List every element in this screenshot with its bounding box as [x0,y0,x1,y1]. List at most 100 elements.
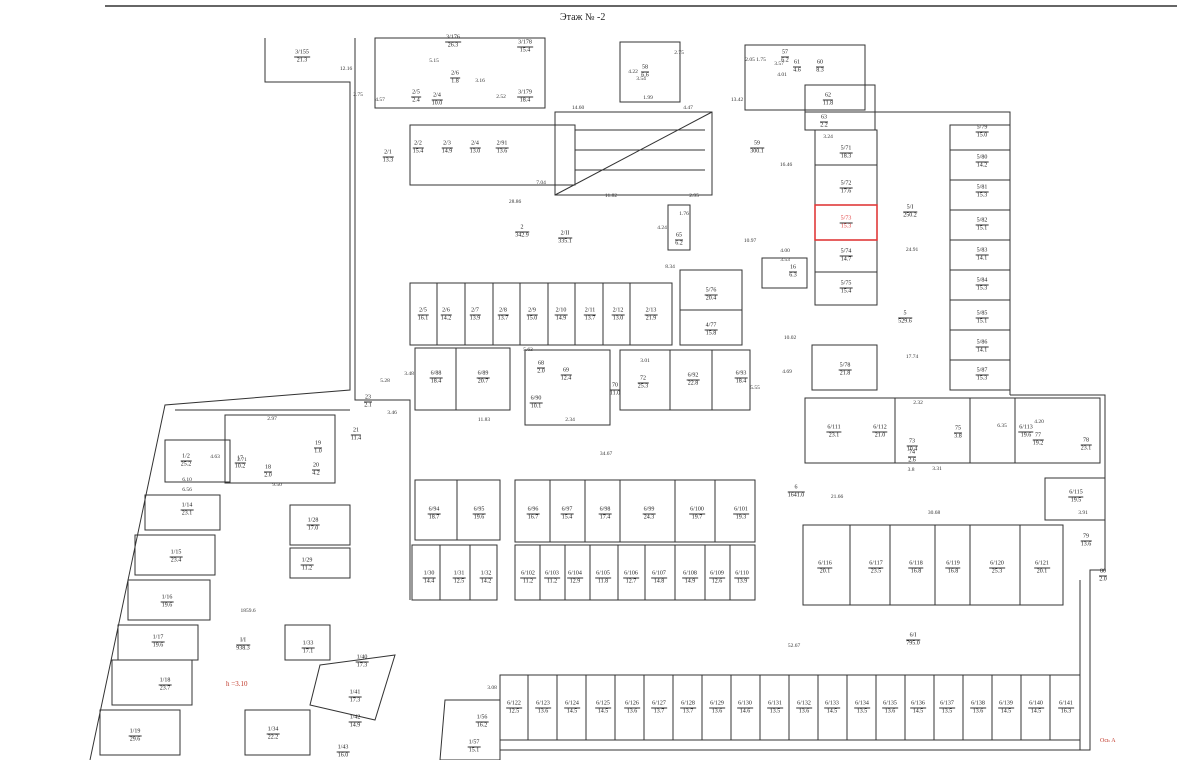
room-label[interactable]: 6/11723.5 [868,561,884,576]
room-label[interactable]: 6211.8 [822,93,834,108]
room-label[interactable]: 6/10912.6 [709,571,725,586]
room-label[interactable]: 5/I250.2 [903,205,917,220]
room-label[interactable]: 6/10019.7 [689,507,705,522]
room-label[interactable]: 2/915.0 [526,308,538,323]
room-label[interactable]: 1/3112.5 [452,571,466,586]
room-label[interactable]: 5/8014.2 [975,155,989,170]
room-label[interactable]: 1/3317.1 [301,641,315,656]
room-label[interactable]: 5/7315.3 [839,216,853,231]
room-label[interactable]: I/I938.3 [236,638,250,653]
room-label[interactable]: 232.1 [364,395,372,410]
room-label[interactable]: 742.6 [908,450,916,465]
room-label[interactable]: 5/8614.1 [975,340,989,355]
room-label[interactable]: 5/8515.1 [975,311,989,326]
room-label[interactable]: 6/10119.3 [733,507,749,522]
room-label[interactable]: 3/17626.3 [445,35,461,50]
room-label[interactable]: 5/8115.3 [975,185,989,200]
room-label[interactable]: 608.3 [816,60,824,75]
room-label[interactable]: 1/1929.6 [128,729,142,744]
room-label[interactable]: 2/314.9 [441,141,453,156]
room-label[interactable]: 5/8415.3 [975,278,989,293]
room-label[interactable]: 5/7118.3 [839,146,853,161]
room-label[interactable]: 6/10412.9 [567,571,583,586]
room-label[interactable]: 1/2911.2 [300,558,314,573]
room-label[interactable]: 2/614.2 [440,308,452,323]
room-label[interactable]: 753.8 [954,426,962,441]
room-label[interactable]: 6/10714.8 [651,571,667,586]
room-label[interactable]: 682.0 [537,361,545,376]
room-label[interactable]: 7011.0 [609,383,621,398]
room-label[interactable]: 6/10511.8 [595,571,611,586]
room-label[interactable]: 6/9519.6 [472,507,486,522]
room-label[interactable]: 632.2 [820,115,828,130]
room-label[interactable]: 61641.0 [787,485,805,500]
room-label[interactable]: 6/12613.6 [624,701,640,716]
room-label[interactable]: 2/516.1 [417,308,429,323]
room-label[interactable]: 1/4117.3 [348,690,362,705]
room-label[interactable]: 5/7821.8 [838,363,852,378]
room-label[interactable]: 2/9113.6 [495,141,509,156]
room-label[interactable]: 6/10311.2 [544,571,560,586]
room-label[interactable]: 6/11519.5 [1068,490,1084,505]
room-label[interactable]: 6/10612.7 [623,571,639,586]
room-label[interactable]: 6/11221.0 [872,425,888,440]
room-label[interactable]: 6/13213.6 [796,701,812,716]
room-label[interactable]: 6/11816.8 [908,561,924,576]
room-label[interactable]: 3/15521.3 [294,50,310,65]
room-label[interactable]: 1/2817.0 [306,518,320,533]
room-label[interactable]: 6/13614.5 [910,701,926,716]
room-label[interactable]: 2/1113.7 [583,308,597,323]
room-label[interactable]: 1/4316.0 [336,745,350,760]
room-label[interactable]: 614.6 [793,60,801,75]
room-label[interactable]: 6/11123.1 [826,425,842,440]
room-label[interactable]: 1/1823.7 [158,678,172,693]
room-label[interactable]: 6/12212.5 [506,701,522,716]
room-label[interactable]: 1/225.2 [180,454,192,469]
room-label[interactable]: 191.0 [314,441,322,456]
room-label[interactable]: 6/12120.1 [1034,561,1050,576]
room-label[interactable]: 5/7915.0 [975,125,989,140]
room-label[interactable]: 7310.4 [906,439,918,454]
room-label[interactable]: 6/14014.5 [1028,701,1044,716]
room-label[interactable]: 3/17918.4 [517,90,533,105]
room-label[interactable]: 5/8215.1 [975,218,989,233]
room-label[interactable]: 6/12913.6 [709,701,725,716]
room-label[interactable]: 6/12514.5 [595,701,611,716]
room-label[interactable]: 5/8314.1 [975,248,989,263]
room-label[interactable]: 6/12313.6 [535,701,551,716]
room-label[interactable]: 6/13113.5 [767,701,783,716]
room-label[interactable]: 6/9715.4 [560,507,574,522]
room-label[interactable]: 1/1423.1 [180,503,194,518]
room-label[interactable]: 6/11319.6 [1018,425,1034,440]
room-label[interactable]: 1/3214.2 [479,571,493,586]
room-label[interactable]: 2/1213.0 [611,308,625,323]
room-label[interactable]: 6/13014.6 [737,701,753,716]
room-label[interactable]: 1/1619.6 [160,595,174,610]
room-label[interactable]: 576.2 [781,50,789,65]
room-label[interactable]: 6/8818.4 [429,371,443,386]
room-label[interactable]: 586.6 [641,65,649,80]
room-label[interactable]: 6/12414.5 [564,701,580,716]
room-label[interactable]: 6/13813.6 [970,701,986,716]
room-label[interactable]: 6/11916.8 [945,561,961,576]
room-label[interactable]: 6/12025.3 [989,561,1005,576]
room-label[interactable]: 6/8920.7 [476,371,490,386]
room-label[interactable]: 6/11620.1 [817,561,833,576]
room-label[interactable]: 5/7620.4 [704,288,718,303]
room-label[interactable]: 6/9318.4 [734,371,748,386]
room-label[interactable]: 2/410.0 [431,93,443,108]
room-label[interactable]: 2/215.4 [412,141,424,156]
room-label[interactable]: 5/7217.6 [839,181,853,196]
room-label[interactable]: 6/9418.7 [427,507,441,522]
room-label[interactable]: 5/7414.7 [839,249,853,264]
room-label[interactable]: 7225.3 [637,376,649,391]
room-label[interactable]: 7719.2 [1032,433,1044,448]
room-label[interactable]: 6/13413.5 [854,701,870,716]
room-label[interactable]: 5/7515.4 [839,281,853,296]
room-label[interactable]: 166.3 [789,265,797,280]
room-label[interactable]: 2/1321.9 [644,308,658,323]
room-label[interactable]: 2/61.8 [450,71,460,86]
room-label[interactable]: 656.2 [675,233,683,248]
room-label[interactable]: 59300.1 [750,141,764,156]
room-label[interactable]: 1/5616.2 [475,715,489,730]
